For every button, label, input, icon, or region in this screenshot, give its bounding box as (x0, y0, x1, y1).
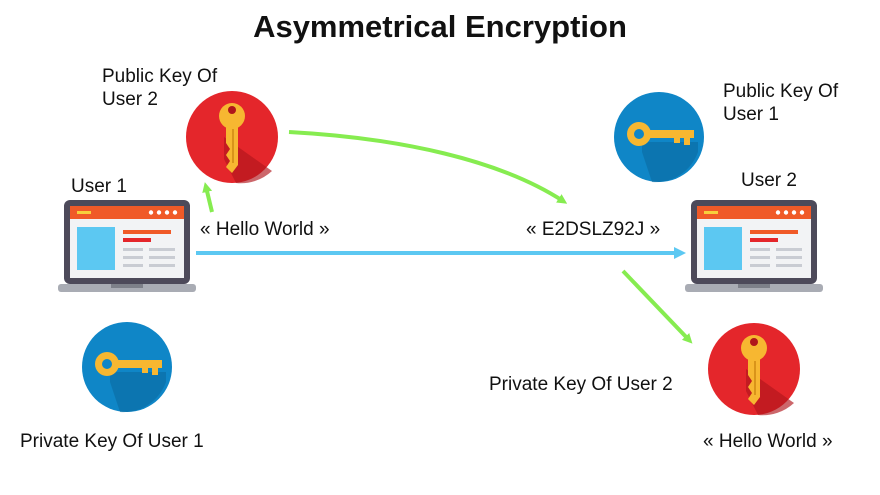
private-key-user2-icon (708, 323, 800, 416)
public-key-user2-label-line1: Public Key Of (102, 66, 218, 87)
user2-laptop-icon (685, 200, 823, 292)
public-key-user1-icon (614, 92, 704, 183)
encrypted-message-label: « E2DSLZ92J » (526, 219, 661, 240)
public-key-user2-icon (186, 91, 278, 184)
public-key-user1-label-line2: User 1 (723, 104, 779, 125)
arrow-laptop-to-public-key (202, 182, 214, 213)
user2-label: User 2 (741, 170, 797, 191)
private-key-user1-label: Private Key Of User 1 (20, 431, 204, 452)
public-key-user2-label-line2: User 2 (102, 89, 158, 110)
decrypted-message-label: « Hello World » (703, 431, 833, 452)
arrow-to-private-key-user2 (621, 269, 693, 344)
private-key-user2-label: Private Key Of User 2 (489, 374, 673, 395)
plaintext-message-label: « Hello World » (200, 219, 330, 240)
user1-label: User 1 (71, 176, 127, 197)
diagram-title: Asymmetrical Encryption (253, 9, 627, 44)
private-key-user1-icon (82, 322, 172, 413)
public-key-user1-label-line1: Public Key Of (723, 81, 839, 102)
user1-laptop-icon (58, 200, 196, 292)
arrow-public-key-to-encrypted (288, 130, 568, 204)
